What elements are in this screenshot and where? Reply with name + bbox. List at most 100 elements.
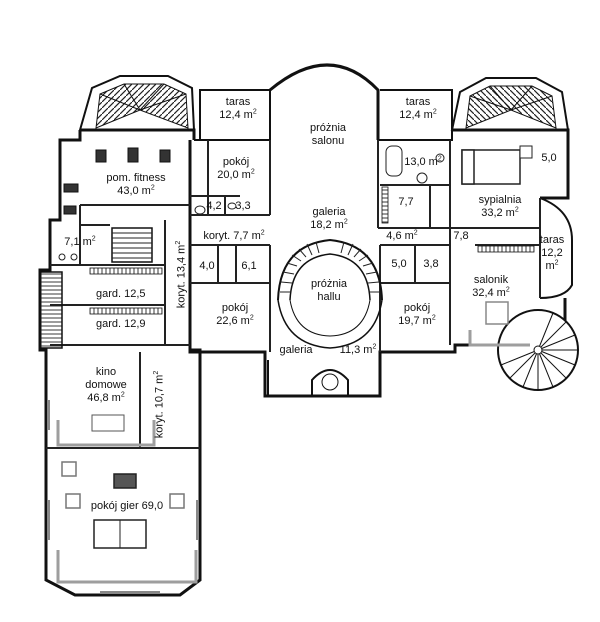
- galeria-bottom-area: 11,3 m: [339, 344, 373, 356]
- kino-line2: domowe: [85, 379, 127, 391]
- windows: [45, 400, 201, 596]
- galeria-top-name: galeria: [312, 206, 346, 218]
- wc-33-area: 3,3: [235, 200, 251, 212]
- sypialnia-label: sypialnia 33,2 m2: [470, 194, 530, 220]
- fitness-name: pom. fitness: [106, 172, 166, 184]
- pokoj-20-name: pokój: [222, 156, 250, 168]
- koryt-134-label: koryt. 13,4 m2: [175, 233, 189, 317]
- pokoj-226-label: pokój 22,6 m2: [206, 302, 264, 328]
- furniture: [56, 149, 530, 584]
- fitness-area: 43,0 m: [117, 185, 151, 197]
- room-71-sup: 2: [91, 235, 96, 243]
- bath-13-label: 13,0 m2: [398, 155, 448, 169]
- pokoj-gier-label: pokój gier 69,0: [82, 500, 172, 513]
- wc-42-area: 4,2: [206, 200, 222, 212]
- pokoj-gier-text: pokój gier 69,0: [90, 500, 164, 512]
- bathroom-fixtures: [58, 145, 533, 261]
- koryt-107-label: koryt. 10,7 m2: [152, 363, 167, 447]
- spiral-stair-east: [497, 309, 579, 391]
- kino-label: kino domowe 46,8 m2: [76, 366, 136, 405]
- room-78-label: 7,8: [450, 230, 472, 243]
- closet-77-area: 7,7: [398, 196, 414, 208]
- proznia-salonu-label: próżnia salonu: [298, 122, 358, 148]
- koryt-77-text: koryt. 7,7 m: [203, 230, 261, 242]
- sypialnia-area: 33,2 m: [481, 207, 515, 219]
- koryt-107-sup: 2: [152, 370, 160, 375]
- taras-right-label: taras 12,4 m2: [390, 96, 446, 122]
- taras-right-area-line: 12,4 m2: [390, 108, 446, 122]
- gard-129-text: gard. 12,9: [96, 318, 146, 330]
- taras-left-area-line: 12,4 m2: [210, 108, 266, 122]
- taras-left-area: 12,4 m: [219, 109, 253, 121]
- pokoj-20-sup: 2: [250, 168, 255, 176]
- west-stair: [111, 227, 153, 263]
- kino-area: 46,8 m: [87, 392, 121, 404]
- taras-small-unit: m: [545, 260, 555, 272]
- koryt-107-text: koryt. 10,7 m: [153, 374, 166, 439]
- proznia-hallu-line1: próżnia: [310, 278, 348, 290]
- galeria-bottom-sup: 2: [372, 343, 377, 351]
- pokoj-226-area: 22,6 m: [216, 315, 250, 327]
- exterior-stair-west: [39, 271, 63, 349]
- room-78-area: 7,8: [453, 230, 469, 242]
- koryt-77-label: koryt. 7,7 m2: [196, 229, 272, 243]
- wc-40-label: 4,0: [196, 260, 218, 273]
- pokoj-197-area-line: 19,7 m2: [388, 314, 446, 328]
- taras-small-name: taras: [539, 234, 565, 246]
- fitness-area-line: 43,0 m2: [96, 184, 176, 198]
- wc-61-label: 6,1: [238, 260, 260, 273]
- proznia-hallu-label: próżnia hallu: [300, 278, 358, 304]
- taras-small-sup: 2: [554, 259, 559, 267]
- salonik-name: salonik: [473, 274, 509, 286]
- wc-38-area: 3,8: [423, 258, 439, 270]
- taras-small-unit-line: m2: [534, 259, 570, 273]
- proznia-hallu-line2: hallu: [317, 291, 341, 303]
- wc-40-area: 4,0: [199, 260, 215, 272]
- wc-50-area: 5,0: [391, 258, 407, 270]
- taras-right-name: taras: [405, 96, 431, 108]
- wc-42-label: 4,2: [203, 200, 225, 213]
- koryt-134-text: koryt. 13,4 m: [175, 244, 188, 309]
- salonik-area: 32,4 m: [472, 287, 506, 299]
- pokoj-226-sup: 2: [249, 314, 254, 322]
- galeria-top-label: galeria 18,2 m2: [298, 206, 360, 232]
- gard-129-label: gard. 12,9: [96, 318, 160, 331]
- galeria-top-area: 18,2 m: [310, 219, 344, 231]
- fitness-equipment: [63, 147, 171, 215]
- main-spiral-stair: [277, 238, 383, 349]
- taras-left-label: taras 12,4 m2: [210, 96, 266, 122]
- galeria-top-sup: 2: [343, 218, 348, 226]
- galeria-bottom-area-line: 11,3 m2: [336, 343, 380, 357]
- proznia-salonu-line2: salonu: [311, 135, 345, 147]
- sypialnia-sup: 2: [514, 206, 519, 214]
- gard-125-label: gard. 12,5: [96, 288, 160, 301]
- hall-46-sup: 2: [413, 229, 418, 237]
- wardrobes: [89, 186, 535, 315]
- taras-left-name: taras: [225, 96, 251, 108]
- wc-33-label: 3,3: [232, 200, 254, 213]
- gard-125-text: gard. 12,5: [96, 288, 146, 300]
- hall-46-area: 4,6 m: [386, 230, 414, 242]
- sypialnia-area-line: 33,2 m2: [470, 206, 530, 220]
- taras-right-area: 12,4 m: [399, 109, 433, 121]
- fitness-sup: 2: [150, 184, 155, 192]
- proznia-salonu-line1: próżnia: [309, 122, 347, 134]
- pokoj-197-name: pokój: [403, 302, 431, 314]
- galeria-top-area-line: 18,2 m2: [298, 218, 360, 232]
- wc-38-label: 3,8: [420, 258, 442, 271]
- taras-right-sup: 2: [432, 108, 437, 116]
- taras-left-sup: 2: [252, 108, 257, 116]
- pokoj-197-label: pokój 19,7 m2: [388, 302, 446, 328]
- bay-roof-left: [78, 75, 196, 131]
- taras-small-area: 12,2: [541, 247, 563, 259]
- wc-50-label: 5,0: [388, 258, 410, 271]
- pokoj-197-sup: 2: [431, 314, 436, 322]
- room-71-label: 7,1 m2: [60, 235, 100, 249]
- box-5-area: 5,0: [541, 152, 557, 164]
- hall-46-label: 4,6 m2: [382, 229, 422, 243]
- interior-walls: [46, 140, 541, 449]
- room-71-area: 7,1 m: [64, 236, 92, 248]
- salonik-label: salonik 32,4 m2: [462, 274, 520, 300]
- sypialnia-name: sypialnia: [478, 194, 522, 206]
